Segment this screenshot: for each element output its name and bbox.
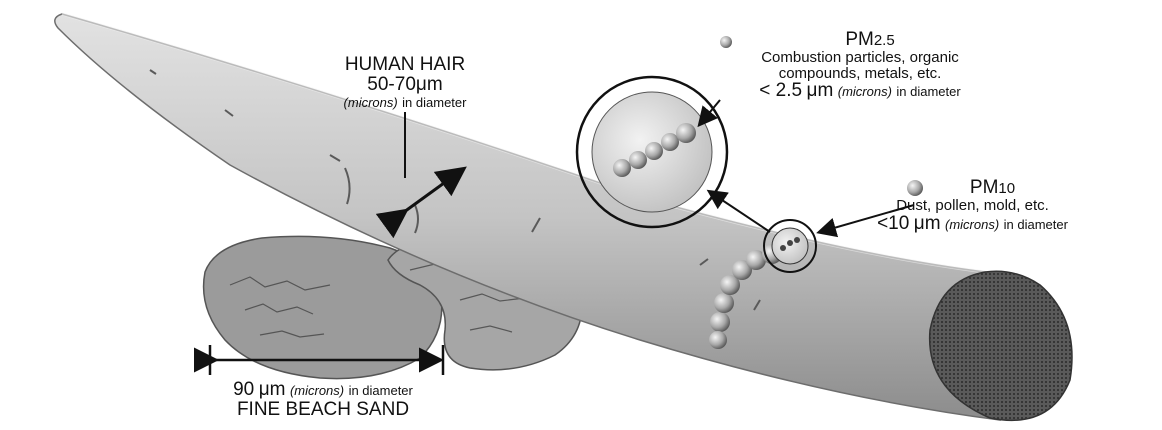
sand-size: 90 μm (microns) in diameter: [168, 380, 478, 400]
hair-title: HUMAN HAIR: [290, 55, 520, 75]
pm10-desc: Dust, pollen, mold, etc.: [790, 198, 1155, 214]
pm25-size: < 2.5 μm (microns) in diameter: [660, 81, 1060, 101]
pm10-title: PM10: [790, 178, 1155, 198]
hair-diameter: (microns) in diameter: [290, 95, 520, 112]
pm25-title: PM2.5: [660, 30, 1060, 50]
sand-label: 90 μm (microns) in diameter FINE BEACH S…: [168, 380, 478, 420]
pm25-desc-line1: Combustion particles, organic: [660, 50, 1060, 66]
pm25-label: PM2.5 Combustion particles, organic comp…: [660, 30, 1060, 101]
sand-title: FINE BEACH SAND: [168, 400, 478, 420]
hair-size: 50-70μm: [290, 75, 520, 95]
pm10-label: PM10 Dust, pollen, mold, etc. <10 μm (mi…: [790, 178, 1155, 234]
pm10-size: <10 μm (microns) in diameter: [790, 214, 1155, 234]
hair-label: HUMAN HAIR 50-70μm (microns) in diameter: [290, 55, 520, 112]
pm25-desc-line2: compounds, metals, etc.: [660, 66, 1060, 82]
